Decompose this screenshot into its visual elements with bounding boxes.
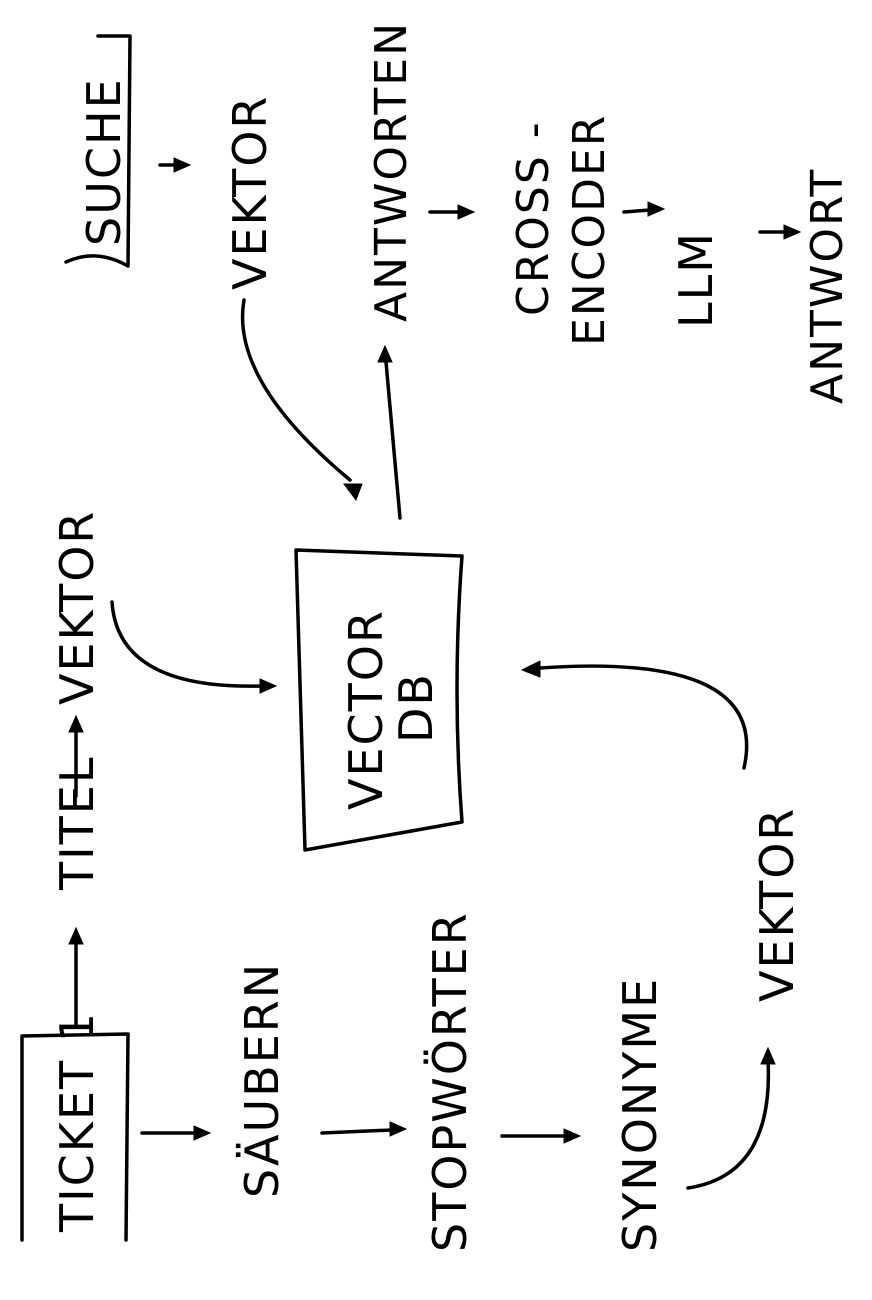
cross-encoder-label-line2: ENCODER	[564, 114, 615, 346]
arrow-vektor-synonyme-to-vectordb	[520, 660, 749, 770]
arrow-vectordb-to-antworten	[377, 344, 402, 520]
arrow-suche-to-vektor	[158, 157, 192, 173]
vector-db-label-line2: DB	[389, 672, 443, 743]
vector-db-label-line1: VECTOR	[339, 609, 393, 810]
arrow-synonyme-to-vektor	[686, 1046, 776, 1190]
suche-label: SUCHE	[77, 77, 131, 246]
antwort-label: ANTWORT	[802, 168, 853, 404]
ticket-box	[20, 1032, 130, 1242]
arrow-crossencoder-to-llm	[622, 201, 666, 217]
vektor-synonyme-label: VEKTOR	[750, 807, 804, 1002]
vektor-titel-label: VEKTOR	[50, 510, 104, 705]
arrow-llm-to-antwort	[758, 224, 802, 240]
antworten-label: ANTWORTEN	[366, 21, 417, 322]
arrow-ticket-to-titel	[68, 926, 84, 1028]
llm-label: LLM	[669, 231, 723, 328]
vektor-suche-label: VEKTOR	[223, 95, 277, 290]
arrow-saeubern-to-stopwords	[320, 1121, 408, 1137]
arrow-vektor-suche-to-vectordb	[240, 298, 363, 502]
arrow-titel-to-vektor	[68, 714, 84, 798]
stopwords-label: STOPWÖRTER	[423, 911, 477, 1252]
vector-db-box	[294, 548, 464, 852]
cross-encoder-label-line1: CROSS -	[508, 120, 559, 316]
synonyme-label: SYNONYME	[613, 977, 667, 1252]
arrow-vektor-to-vectordb	[110, 600, 278, 694]
arrow-antworten-to-crossencoder	[428, 204, 476, 220]
arrow-ticket-to-saeubern	[140, 1125, 212, 1141]
ticket-label: TICKET 1	[50, 1011, 104, 1233]
saeubern-label: SÄUBERN	[235, 962, 289, 1198]
arrow-stopwords-to-synonyme	[500, 1128, 582, 1144]
suche-box	[64, 34, 132, 268]
